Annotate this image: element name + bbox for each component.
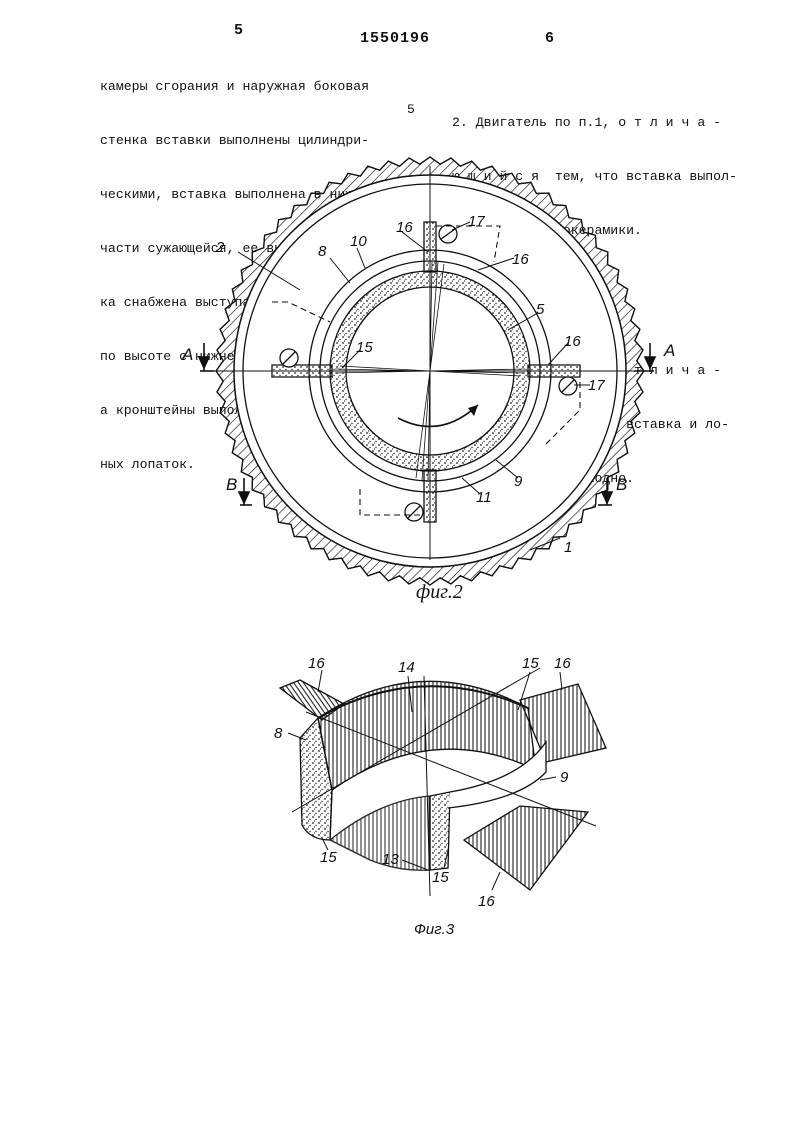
label-15: 15: [432, 869, 449, 886]
label-14: 14: [398, 659, 415, 676]
label-16: 16: [554, 655, 571, 672]
text-line: ю щ и й с я тем, что вставка выпол-: [452, 169, 737, 184]
label-17: 17: [588, 377, 605, 394]
section-label-b: B: [226, 475, 237, 494]
label-16: 16: [478, 893, 495, 910]
text-line: ных лопаток.: [100, 457, 195, 472]
label-9: 9: [560, 769, 569, 786]
label-2: 2: [215, 239, 225, 256]
figure-2-caption: фиг.2: [416, 581, 463, 603]
label-16: 16: [396, 219, 413, 236]
patent-number: 1550196: [360, 30, 431, 47]
text-line: 2. Двигатель по п.1, о т л и ч а -: [452, 115, 722, 130]
figure-3-caption: Фиг.3: [414, 921, 455, 938]
label-5: 5: [536, 301, 545, 318]
label-16: 16: [564, 333, 581, 350]
label-1: 1: [564, 539, 572, 556]
figure-3: 16 14 15 16 8 9 15 13 15 16 Фиг.3: [274, 655, 607, 938]
page-number-left: 5: [234, 22, 244, 39]
line-number-marker: 5: [407, 102, 415, 117]
label-8: 8: [318, 243, 327, 260]
label-16: 16: [308, 655, 325, 672]
label-16: 16: [512, 251, 529, 268]
label-10: 10: [350, 233, 367, 250]
text-line: камеры сгорания и наружная боковая: [100, 79, 370, 94]
label-15: 15: [522, 655, 539, 672]
section-label-a: A: [663, 341, 675, 360]
label-11: 11: [476, 489, 492, 506]
text-line: стенка вставки выполнены цилиндри-: [100, 133, 370, 148]
figure-2: 2 10 8 16 17 16 5 15 16 17 9 11 1 A A B …: [181, 156, 675, 603]
label-9: 9: [514, 473, 523, 490]
section-label-b: B: [616, 475, 627, 494]
figure-3-labels: 16 14 15 16 8 9 15 13 15 16 Фиг.3: [274, 655, 571, 938]
label-17: 17: [468, 213, 485, 230]
section-label-a: A: [181, 345, 193, 364]
label-15: 15: [356, 339, 373, 356]
page-number-right: 6: [545, 30, 555, 47]
figure-2-labels: 2 10 8 16 17 16 5 15 16 17 9 11 1 A A B …: [181, 213, 675, 603]
label-15: 15: [320, 849, 337, 866]
label-13: 13: [382, 851, 399, 868]
label-8: 8: [274, 725, 283, 742]
